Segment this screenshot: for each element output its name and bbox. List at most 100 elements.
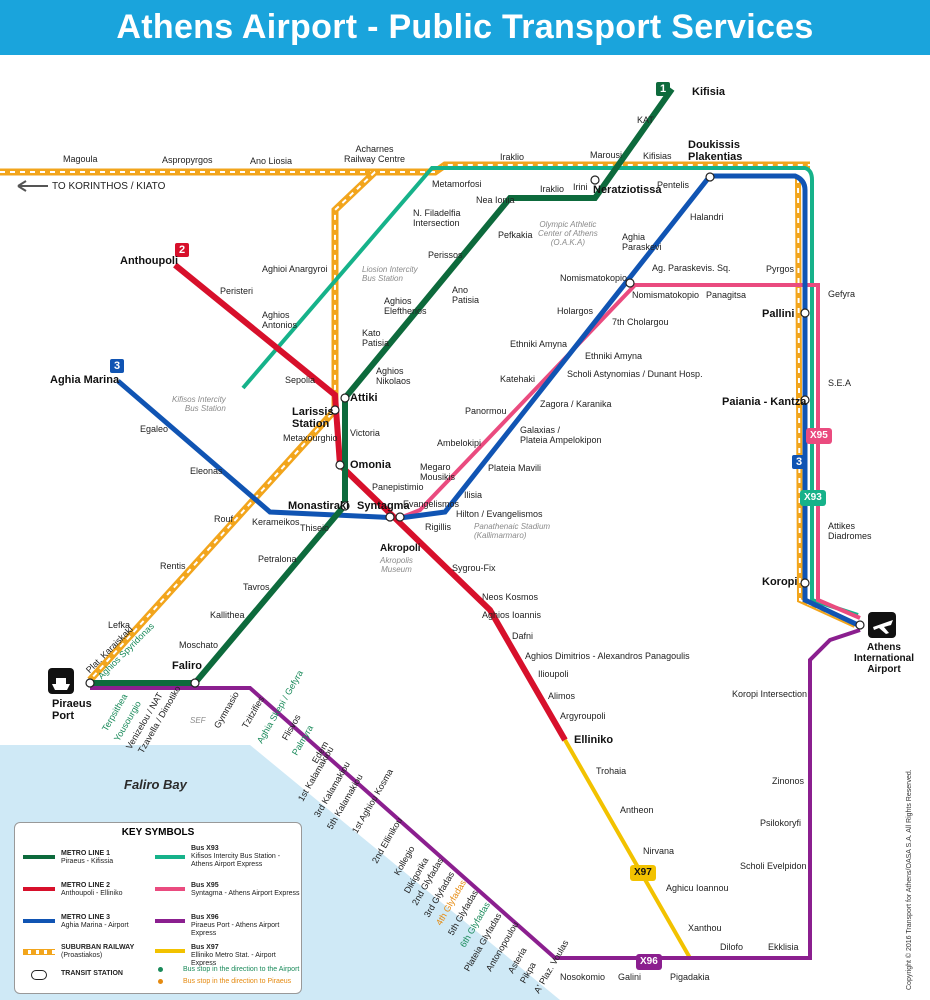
station-iraklio-metro: Iraklio bbox=[540, 184, 565, 194]
stop-aghicu-ioannou: Aghicu Ioannou bbox=[666, 883, 729, 893]
station-aghios-dimitrios: Aghios Dimitrios - Alexandros Panagoulis bbox=[525, 651, 690, 661]
airplane-icon bbox=[868, 612, 896, 638]
station-eleonas: Eleonas bbox=[190, 466, 223, 476]
legend-swatch-x95 bbox=[155, 887, 185, 891]
legend-line1-desc: Piraeus - Kifissia bbox=[61, 858, 114, 865]
station-marousi: Marousi bbox=[590, 150, 623, 160]
stop-antheon: Antheon bbox=[620, 805, 654, 815]
station-faliro: Faliro bbox=[172, 660, 202, 672]
legend-dot-piraeus bbox=[158, 979, 163, 984]
station-aghia-marina: Aghia Marina bbox=[50, 374, 120, 386]
station-aghios-antonios: Aghios Antonios bbox=[262, 310, 298, 330]
stop-ekklisia: Ekklisia bbox=[768, 942, 799, 952]
bus-x95-route bbox=[399, 283, 861, 620]
station-thiseio: Thiseio bbox=[300, 523, 330, 533]
station-holargos: Holargos bbox=[557, 306, 594, 316]
stop-dilofo: Dilofo bbox=[720, 942, 744, 952]
transit-stations bbox=[85, 172, 865, 688]
stop-plateia-mavili: Plateia Mavili bbox=[488, 463, 542, 473]
station-irini: Irini bbox=[573, 182, 588, 192]
legend-x96-desc: Piraeus Port - Athens Airport Express bbox=[191, 922, 280, 937]
station-egaleo: Egaleo bbox=[140, 424, 169, 434]
station-paiania-kantza: Paiania - Kantza bbox=[722, 396, 807, 408]
station-pentelis: Pentelis bbox=[657, 180, 690, 190]
stop-trohaia: Trohaia bbox=[596, 766, 627, 776]
station-ethniki-amyna: Ethniki Amyna bbox=[510, 339, 568, 349]
station-rouf: Rouf bbox=[214, 514, 234, 524]
legend-title: KEY SYMBOLS bbox=[121, 827, 195, 838]
legend-line3-title: METRO LINE 3 bbox=[61, 914, 111, 921]
station-kallithea: Kallithea bbox=[210, 610, 245, 620]
legend-swatch-line3 bbox=[23, 919, 55, 923]
ferry-icon bbox=[48, 668, 74, 694]
metro-line-3 bbox=[116, 173, 860, 628]
legend-swatch-line2 bbox=[23, 887, 55, 891]
stop-nosokomio: Nosokomio bbox=[560, 972, 606, 982]
legend-line3-desc: Aghia Marina - Airport bbox=[61, 922, 129, 929]
legend-line1-title: METRO LINE 1 bbox=[61, 850, 111, 857]
legend-x93-desc: Kifisos Intercity Bus Station - Athens A… bbox=[191, 853, 281, 868]
station-evangelismos: Evangelismos bbox=[403, 499, 460, 509]
copyright: Copyright © 2016 Transport for Athens/OA… bbox=[906, 769, 913, 990]
station-nea-ionia: Nea Ionia bbox=[476, 195, 515, 205]
stop-scholi-astynomias: Scholi Astynomias / Dunant Hosp. bbox=[567, 369, 703, 379]
station-syntagma: Syntagma bbox=[357, 500, 410, 512]
stop-7th-cholargou: 7th Cholargou bbox=[612, 317, 669, 327]
bus-x93-route bbox=[241, 166, 859, 617]
stop-gefyra: Gefyra bbox=[828, 289, 856, 299]
legend-suburban-desc: (Proastiakos) bbox=[61, 952, 103, 959]
station-peristeri: Peristeri bbox=[220, 286, 254, 296]
stop-zinonos: Zinonos bbox=[772, 776, 805, 786]
stop-ag-paraskevis-sq: Ag. Paraskevis. Sq. bbox=[652, 263, 731, 273]
station-panormou: Panormou bbox=[465, 406, 507, 416]
stop-galini: Galini bbox=[618, 972, 642, 982]
station-kerameikos: Kerameikos bbox=[252, 517, 300, 527]
note-liosion: Liosion Intercity Bus Station bbox=[362, 265, 418, 283]
note-acropolis-museum: Akropolis Museum bbox=[380, 556, 413, 574]
bus-x96-route bbox=[90, 628, 861, 960]
legend-dot-airport bbox=[158, 967, 163, 972]
legend-swatch-x93 bbox=[155, 855, 185, 859]
legend-x95-title: Bus X95 bbox=[191, 882, 219, 889]
station-plakentias: Plakentias bbox=[688, 151, 743, 163]
stop-pigadakia: Pigadakia bbox=[670, 972, 710, 982]
legend-swatch-x97 bbox=[155, 949, 185, 953]
stop-rigillis: Rigillis bbox=[425, 522, 452, 532]
legend-suburban-title: SUBURBAN RAILWAY bbox=[61, 944, 135, 951]
station-victoria: Victoria bbox=[350, 428, 380, 438]
station-metamorfosi: Metamorfosi bbox=[432, 179, 482, 189]
station-perissos: Perissos bbox=[428, 250, 463, 260]
legend-dir-airport: Bus stop in the direction to the Airport bbox=[183, 966, 300, 973]
station-kato-patisia: Kato Patisia bbox=[362, 328, 390, 348]
station-halandri: Halandri bbox=[690, 212, 724, 222]
station-dafni: Dafni bbox=[512, 631, 534, 641]
station-aghia-paraskevi: Aghia Paraskevi bbox=[622, 232, 662, 252]
note-stadium: Panathenaic Stadium (Kallimarmaro) bbox=[474, 522, 551, 540]
bus-x96-badge: X96 bbox=[636, 954, 662, 970]
stop-ethniki-amyna-bus: Ethniki Amyna bbox=[585, 351, 643, 361]
bus-x93-badge: X93 bbox=[800, 490, 826, 506]
station-monastiraki: Monastiraki bbox=[288, 500, 350, 512]
legend-x97-desc: Elliniko Metro Stat. - Airport Express bbox=[191, 952, 276, 967]
station-athens-airport: Athens International Airport bbox=[854, 642, 915, 675]
metro-line-3-badge: 3 bbox=[110, 359, 124, 373]
station-aghios-eleftherios: Aghios Eleftherios bbox=[384, 296, 427, 316]
station-elliniko: Elliniko bbox=[574, 734, 614, 746]
faliro-bay-label: Faliro Bay bbox=[124, 777, 187, 792]
legend-x95-desc: Syntagma - Athens Airport Express bbox=[191, 890, 300, 897]
station-megaro: Megaro Mousikis bbox=[420, 462, 456, 482]
legend-dir-piraeus: Bus stop in the direction to Piraeus bbox=[183, 978, 292, 985]
station-kifisias: Kifisias bbox=[643, 151, 672, 161]
metro-line-1 bbox=[90, 87, 675, 686]
station-aghios-nikolaos: Aghios Nikolaos bbox=[376, 366, 411, 386]
metro-line-3-badge-east: 3 bbox=[792, 455, 806, 469]
station-tavros: Tavros bbox=[243, 582, 270, 592]
stop-attikes-diadromes: Attikes Diadromes bbox=[828, 521, 872, 541]
note-kifisos: Kifisos Intercity Bus Station bbox=[172, 395, 226, 413]
station-neratziotissa: Neratziotissa bbox=[593, 184, 662, 196]
legend-transit-icon bbox=[31, 970, 47, 980]
